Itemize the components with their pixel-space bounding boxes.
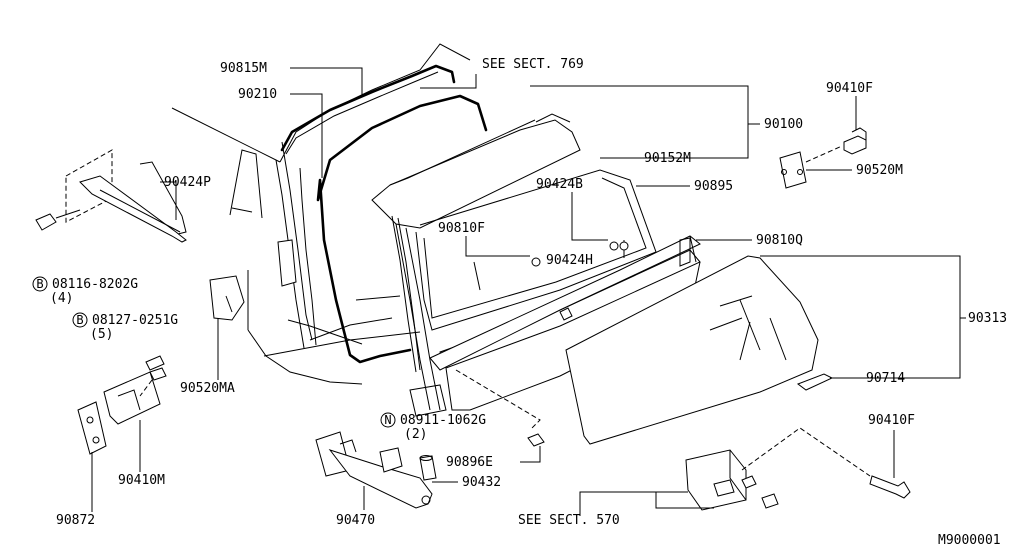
pin-90432 — [419, 455, 437, 481]
leader-lines — [91, 67, 966, 516]
label-08116-8202g: 08116-8202G — [52, 277, 138, 292]
bolt-symbol-icon — [32, 276, 48, 292]
label-qty-2: (2) — [404, 427, 427, 442]
fastener-callout-b2: B 08127-0251G (5) — [72, 312, 178, 342]
label-90872: 90872 — [56, 513, 95, 528]
back-door-glass-90313 — [565, 255, 819, 445]
label-90424h: 90424H — [546, 253, 593, 268]
fastener-callout-n1: N 08911-1062G (2) — [380, 412, 486, 442]
bolt-90410f-bottom — [869, 475, 911, 499]
rod-90810f — [473, 261, 481, 291]
label-90520ma: 90520MA — [180, 381, 235, 396]
label-90210: 90210 — [238, 87, 277, 102]
vehicle-body-outline — [171, 43, 471, 385]
weatherstrip-90815m — [280, 64, 456, 152]
label-90810f: 90810F — [438, 221, 485, 236]
stopper-90714 — [796, 373, 834, 391]
label-90895: 90895 — [694, 179, 733, 194]
bolt-symbol-letter: B — [36, 277, 43, 291]
nut-symbol-icon — [380, 412, 396, 428]
hinge-90410m — [77, 355, 167, 455]
bolt-symbol-letter: B — [76, 313, 83, 327]
label-08127-0251g: 08127-0251G — [92, 313, 178, 328]
footer-code: M9000001 — [938, 533, 1001, 548]
label-90313: 90313 — [968, 311, 1007, 326]
label-90424b: 90424B — [536, 177, 583, 192]
back-door-90100 — [371, 113, 701, 417]
label-90714: 90714 — [866, 371, 905, 386]
clip-90896e — [527, 433, 545, 447]
label-90520m: 90520M — [856, 163, 903, 178]
rubber-bushing — [379, 447, 403, 473]
grommet-90424b-2 — [619, 241, 629, 251]
nut-symbol-letter: N — [384, 413, 391, 427]
label-see-sect-570: SEE SECT. 570 — [518, 513, 620, 528]
label-90424p: 90424P — [164, 175, 211, 190]
label-qty-5: (5) — [90, 327, 113, 342]
bolt-symbol-icon — [72, 312, 88, 328]
bracket-90520m — [779, 151, 807, 189]
label-90470: 90470 — [336, 513, 375, 528]
grommet-90424h — [531, 257, 541, 267]
grommet-90424b — [609, 241, 619, 251]
label-see-sect-769: SEE SECT. 769 — [482, 57, 584, 72]
label-90410m: 90410M — [118, 473, 165, 488]
lock-bracket — [685, 449, 779, 511]
fastener-callout-b1: B 08116-8202G (4) — [32, 276, 138, 306]
checker-link-90470 — [315, 431, 433, 509]
label-90410f-bottom: 90410F — [868, 413, 915, 428]
label-90815m: 90815M — [220, 61, 267, 76]
label-90432: 90432 — [462, 475, 501, 490]
label-90410f-top: 90410F — [826, 81, 873, 96]
label-90100: 90100 — [764, 117, 803, 132]
label-90810q: 90810Q — [756, 233, 803, 248]
label-90152m: 90152M — [644, 151, 691, 166]
bolt-90410f-top — [843, 127, 867, 155]
label-qty-4: (4) — [50, 291, 73, 306]
gas-stay-90424p — [35, 149, 187, 243]
label-08911-1062g: 08911-1062G — [400, 413, 486, 428]
label-90896e: 90896E — [446, 455, 493, 470]
weatherstrip-90210 — [316, 94, 488, 364]
